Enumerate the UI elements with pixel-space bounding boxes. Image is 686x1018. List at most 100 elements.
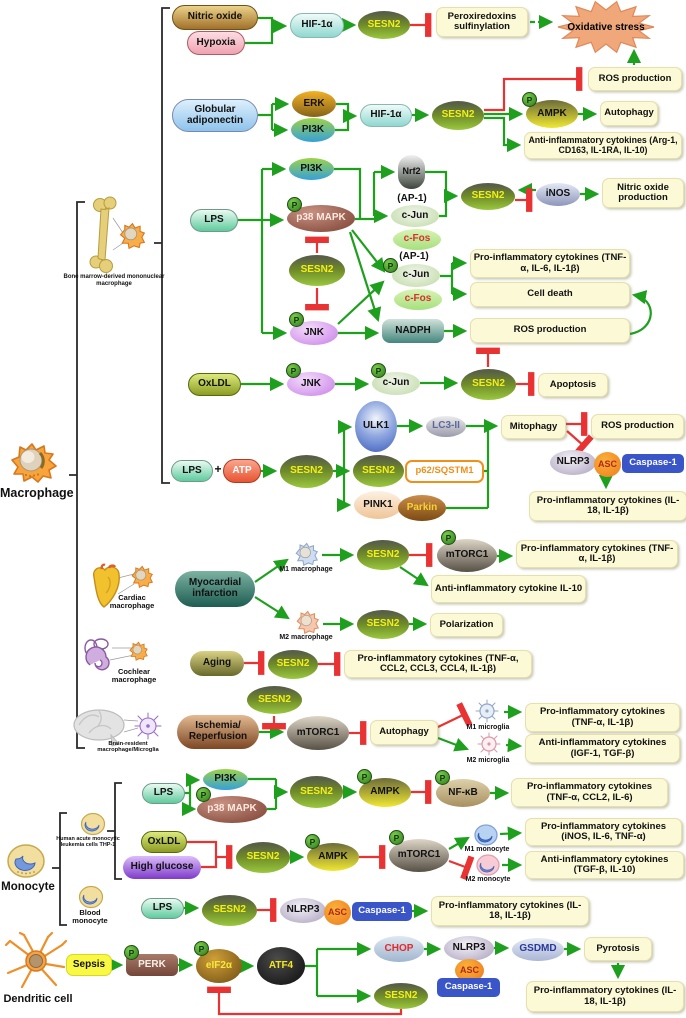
sepsis-node: Sepsis bbox=[66, 954, 112, 976]
hif1a-node: HIF-1α bbox=[290, 13, 344, 38]
m2-monocyte-label: M2 monocyte bbox=[465, 876, 511, 883]
brain-resident-icon bbox=[72, 706, 164, 755]
plus-sign: + bbox=[214, 462, 222, 476]
monocyte-label: Monocyte bbox=[1, 881, 55, 893]
monocyte-icon bbox=[6, 843, 46, 884]
sesn2-node: SESN2 bbox=[289, 255, 345, 286]
oxidative-stress-star: Oxidative stress bbox=[556, 0, 656, 54]
lps-node: LPS bbox=[190, 209, 238, 232]
green-arrows bbox=[108, 17, 652, 1004]
macrophage-icon bbox=[10, 441, 58, 488]
sesn2-node: SESN2 bbox=[268, 650, 318, 679]
parkin-node: Parkin bbox=[398, 495, 446, 521]
atf4-node: ATF4 bbox=[257, 947, 305, 985]
anti-inflammatory-igf-box: Anti-inflammatory cytokines (IGF-1, TGF-… bbox=[525, 734, 680, 763]
m1-monocyte-label: M1 monocyte bbox=[464, 846, 510, 853]
dendritic-cell-icon bbox=[4, 931, 68, 996]
sesn2-node: SESN2 bbox=[358, 11, 410, 39]
aging-node: Aging bbox=[190, 651, 244, 676]
autophagy-box: Autophagy bbox=[370, 720, 438, 745]
caspase1-node: Caspase-1 bbox=[352, 902, 412, 921]
pi3k-node: PI3K bbox=[289, 158, 334, 180]
phospho-badge: P bbox=[305, 834, 320, 849]
nitric-oxide-node: Nitric oxide bbox=[172, 5, 258, 30]
atp-node: ATP bbox=[223, 459, 261, 483]
phospho-badge: P bbox=[194, 941, 209, 956]
section-brackets bbox=[52, 7, 170, 926]
hif1a-node: HIF-1α bbox=[360, 104, 412, 127]
c-fos-node: c-Fos bbox=[394, 289, 442, 310]
ischemia-reperfusion-node: Ischemia/ Reperfusion bbox=[177, 715, 259, 749]
oxldl-node: OxLDL bbox=[188, 373, 241, 396]
brain-resident-label: Brain-resident macrophage/Microglia bbox=[97, 741, 159, 754]
sesn2-node: SESN2 bbox=[357, 540, 409, 570]
red-joints bbox=[187, 840, 218, 869]
sesn2-node: SESN2 bbox=[247, 686, 302, 714]
nadph-node: NADPH bbox=[382, 319, 444, 343]
chop-node: CHOP bbox=[374, 936, 424, 962]
sesn2-node: SESN2 bbox=[374, 983, 428, 1009]
c-jun-node: c-Jun bbox=[391, 205, 439, 227]
m1-macrophage-label: M1 macrophage bbox=[279, 566, 333, 573]
m2-microglia-label: M2 microglia bbox=[466, 757, 510, 764]
pi3k-node: PI3K bbox=[291, 118, 335, 142]
sesn2-node: SESN2 bbox=[236, 842, 290, 873]
ros-production-box: ROS production bbox=[591, 414, 684, 439]
sesn2-node: SESN2 bbox=[280, 455, 333, 488]
nlrp3-node: NLRP3 bbox=[444, 936, 494, 961]
anti-inflammatory-tgf-box: Anti-inflammatory cytokines (TGF-β, IL-1… bbox=[525, 851, 684, 879]
inos-node: iNOS bbox=[536, 183, 580, 206]
phospho-badge: P bbox=[435, 770, 450, 785]
sesn2-node: SESN2 bbox=[357, 610, 409, 639]
ap1-label: (AP-1) bbox=[397, 193, 427, 204]
p62-sqstm1-node: p62/SQSTM1 bbox=[405, 460, 484, 483]
m2-microglia-icon bbox=[474, 731, 504, 762]
nrf2-node: Nrf2 bbox=[398, 155, 425, 189]
m2-monocyte-icon bbox=[475, 854, 501, 881]
phospho-badge: P bbox=[289, 312, 304, 327]
globular-adiponectin-node: Globular adiponectin bbox=[172, 99, 258, 132]
blood-monocyte-icon bbox=[78, 885, 104, 914]
nlrp3-node: NLRP3 bbox=[550, 450, 596, 475]
mtorc1-node: mTORC1 bbox=[287, 716, 349, 750]
pro-inflammatory-tnf-il1b-box: Pro-inflammatory cytokines (TNF-α, IL-1β… bbox=[525, 703, 680, 732]
thp1-icon bbox=[80, 812, 106, 841]
m1-monocyte-icon bbox=[473, 824, 499, 851]
macrophage-label: Macrophage bbox=[0, 486, 74, 500]
pro-inflammatory-il18-box: Pro-inflammatory cytokines (IL-18, IL-1β… bbox=[526, 981, 684, 1012]
pro-inflammatory-il18-box: Pro-inflammatory cytokines (IL-18, IL-1β… bbox=[529, 491, 686, 521]
peroxiredoxins-box: Peroxiredoxins sulfinylation bbox=[436, 7, 528, 37]
cardiac-macrophage-label: Cardiac macrophage bbox=[109, 593, 155, 611]
nlrp3-node: NLRP3 bbox=[280, 898, 326, 923]
dendritic-cell-label: Dendritic cell bbox=[3, 993, 73, 1005]
oxldl-node: OxLDL bbox=[141, 831, 187, 853]
ros-production-box: ROS production bbox=[470, 318, 630, 343]
lps-node: LPS bbox=[142, 783, 185, 804]
perk-node: PERK bbox=[126, 954, 178, 976]
phospho-badge: P bbox=[124, 945, 139, 960]
m2-macrophage-label: M2 macrophage bbox=[279, 634, 333, 641]
phospho-badge: P bbox=[389, 830, 404, 845]
ros-production-box: ROS production bbox=[588, 67, 682, 91]
caspase1-node: Caspase-1 bbox=[437, 978, 500, 997]
erk-node: ERK bbox=[292, 91, 336, 117]
thp1-label: Human acute monocytic leukemia cells THP… bbox=[56, 836, 120, 849]
icon-leader-lines bbox=[109, 217, 139, 733]
c-jun-node: c-Jun bbox=[372, 372, 420, 395]
apoptosis-box: Apoptosis bbox=[538, 373, 608, 397]
sesn2-node: SESN2 bbox=[290, 776, 343, 808]
bone-marrow-icon bbox=[88, 196, 150, 279]
pro-inflammatory-inos-box: Pro-inflammatory cytokines (iNOS, IL-6, … bbox=[525, 818, 682, 846]
cell-death-box: Cell death bbox=[470, 282, 630, 307]
myocardial-infarction-node: Myocardial infarction bbox=[175, 571, 255, 607]
jnk-node: JNK bbox=[287, 372, 335, 396]
phospho-badge: P bbox=[196, 787, 211, 802]
pi3k-node: PI3K bbox=[203, 769, 248, 790]
phospho-badge: P bbox=[441, 530, 456, 545]
m2-macrophage-icon bbox=[293, 610, 321, 639]
autophagy-box: Autophagy bbox=[600, 101, 658, 126]
cardiac-macrophage-icon bbox=[88, 563, 156, 618]
bone-marrow-label: Bone marrow-derived mononuclear macropha… bbox=[63, 274, 165, 287]
